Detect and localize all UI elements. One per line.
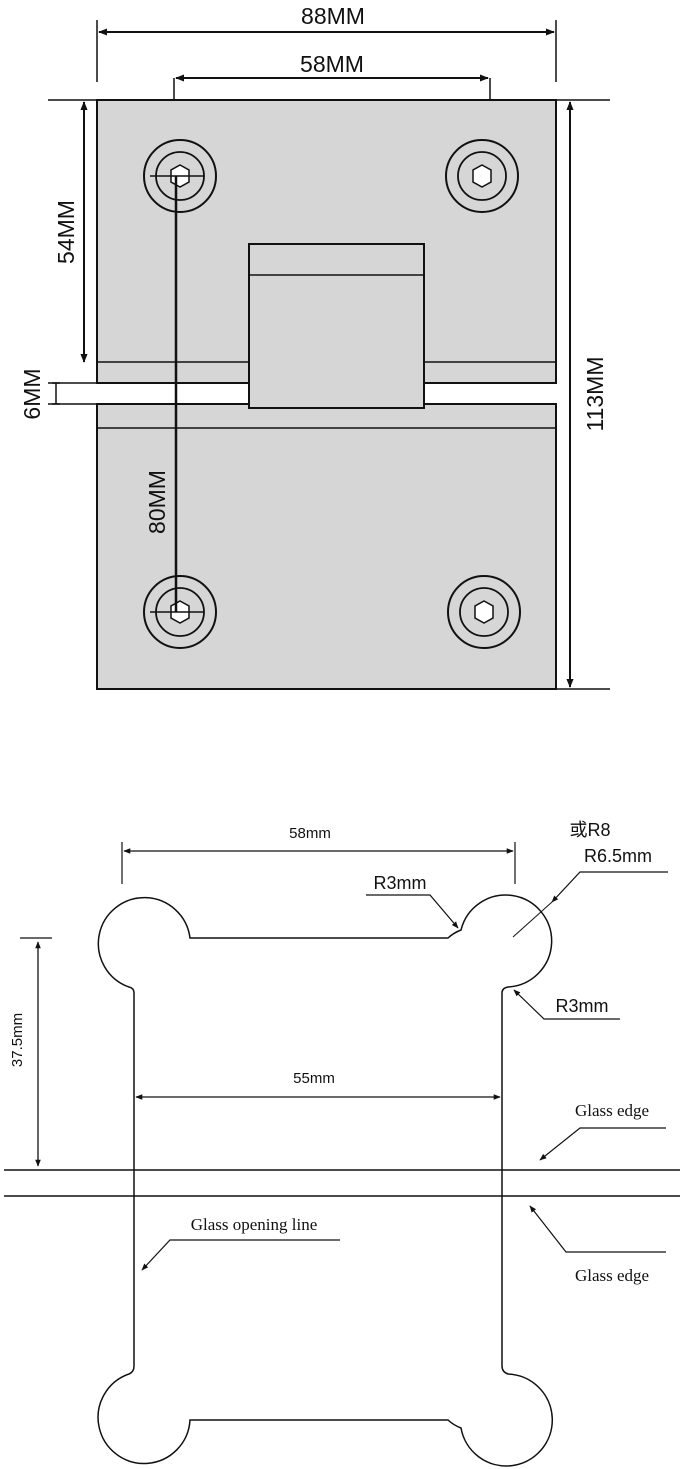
inner-radius-side-label: R3mm (556, 996, 609, 1016)
upper-height-dimension-label: 54MM (53, 200, 79, 264)
glass-edge-top-leader (539, 1127, 666, 1161)
screw-hole-bottom-left (143, 575, 217, 649)
cutout-outline-bottom (97, 1196, 553, 1467)
gap-dimension-label: 6MM (19, 368, 45, 419)
radius-leader (551, 871, 668, 903)
opening-width-dimension-label: 55mm (293, 1070, 335, 1087)
vertical-hole-spacing-label: 80MM (144, 470, 170, 534)
glass-edge-bottom-label: Glass edge (575, 1266, 649, 1285)
hole-spacing-dimension-label: 58MM (300, 51, 364, 77)
total-height-dimension-label: 113MM (582, 357, 608, 432)
screw-hole-top-left (143, 139, 217, 213)
top-span-dimension-label: 58mm (289, 825, 331, 842)
radius-alt-label: 或R8 (569, 820, 610, 840)
radius-label: R6.5mm (584, 846, 652, 866)
inner-radius-side-leader (513, 989, 620, 1020)
hinge-plate-drawing: 88MM 58MM 54MM 6MM 113MM (19, 3, 610, 690)
glass-opening-leader (141, 1239, 340, 1271)
radius-line (512, 901, 553, 938)
glass-edge-top-label: Glass edge (575, 1101, 649, 1120)
hinge-knuckle (248, 243, 425, 409)
inner-radius-top-leader (366, 894, 459, 929)
glass-opening-label: Glass opening line (191, 1215, 318, 1234)
depth-dimension-label: 37.5mm (9, 1013, 26, 1067)
screw-hole-top-right (445, 139, 519, 213)
cutout-outline-top (97, 894, 553, 1170)
inner-radius-top-label: R3mm (374, 873, 427, 893)
width-dimension-label: 88MM (301, 3, 365, 29)
screw-hole-bottom-right (447, 575, 521, 649)
glass-cutout-drawing: 58mm 或R8 R6.5mm R3mm R3mm 37.5mm 55mm Gl… (4, 820, 680, 1467)
glass-edge-bottom-leader (529, 1205, 666, 1253)
